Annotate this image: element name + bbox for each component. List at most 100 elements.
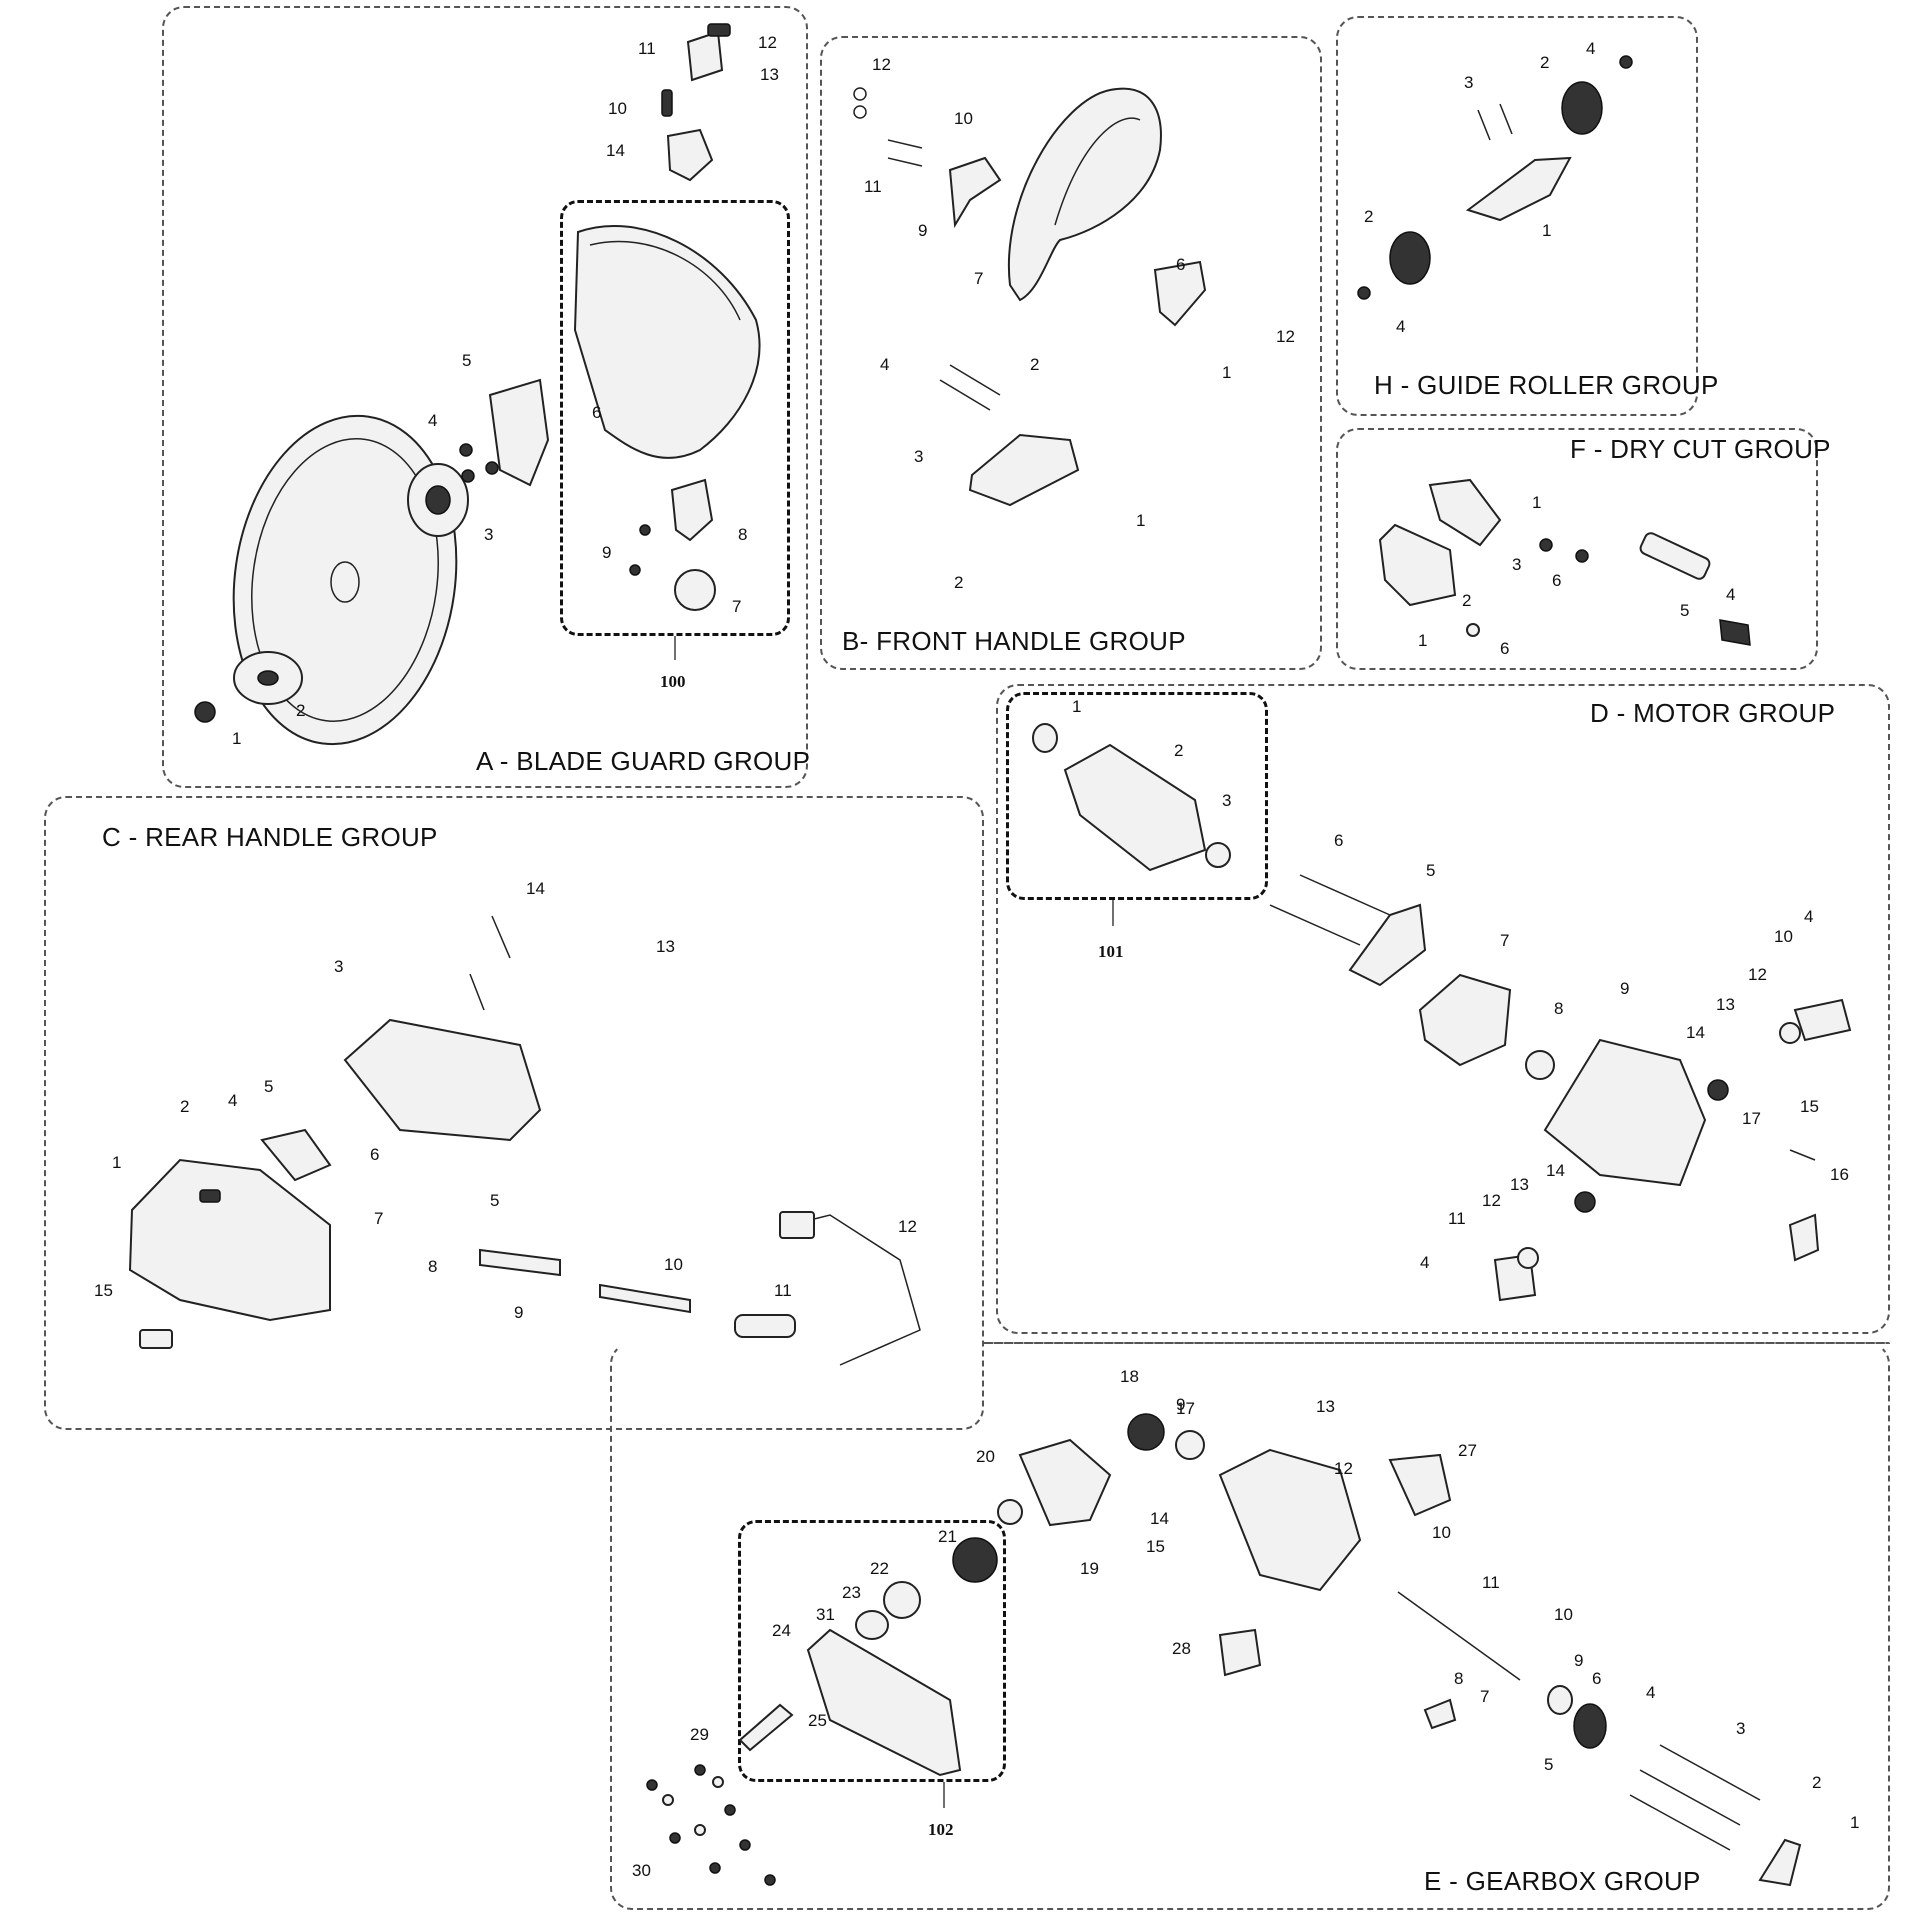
callout-f: 1 [1418,631,1428,650]
callout-d: 12 [1482,1191,1501,1210]
callout-e: 13 [1316,1397,1335,1416]
callout-b: 11 [864,177,882,196]
sub-ref-101: 101 [1098,942,1124,961]
armature-part [1032,723,1231,872]
motor-screw-part [1789,1149,1816,1161]
dry-cut-adapter-part [1378,523,1457,607]
roller-screw-part [1619,55,1633,69]
callout-e: 14 [1150,1509,1169,1528]
callout-a: 8 [738,525,748,544]
callout-d: 17 [1742,1109,1761,1128]
callout-a: 9 [602,543,612,562]
guard-knob-bracket-part [670,478,714,542]
gearbox-group-title: E - GEARBOX GROUP [1424,1866,1701,1896]
gearbox-pad-part [1218,1628,1262,1677]
carbon-brush-part [1707,1079,1729,1101]
callout-h: 2 [1540,53,1550,72]
gearbox-group-frame [610,1342,1890,1910]
blade-guard-group-title: A - BLADE GUARD GROUP [476,746,811,776]
rear-handle-group-title: C - REAR HANDLE GROUP [102,822,438,852]
callout-d: 8 [1554,999,1564,1018]
callout-f: 3 [1512,555,1522,574]
driven-gear-part [952,1537,998,1583]
gearbox-long-bolt-part-2 [1639,1769,1741,1826]
front-handle-group-frame [820,36,1322,670]
callout-f: 1 [1532,493,1542,512]
guide-roller-group-title: H - GUIDE ROLLER GROUP [1374,370,1719,400]
callout-a: 1 [232,729,242,748]
callout-e: 10 [1554,1605,1573,1624]
front-handle-bar-part [1007,87,1162,302]
callout-c: 7 [374,1209,384,1228]
gearbox-cap-part [1388,1453,1452,1517]
output-shaft-part [1397,1591,1521,1681]
callout-e: 25 [808,1711,827,1730]
callout-c: 5 [490,1191,500,1210]
dry-cut-bracket-part [1428,478,1502,547]
callout-a: 6 [592,403,602,422]
motor-housing-part [1543,1038,1707,1187]
callout-e: 7 [1480,1687,1490,1706]
callout-b: 6 [1176,255,1186,274]
callout-a: 12 [758,33,777,52]
gear-seal-part [855,1610,889,1640]
callout-b: 4 [880,355,890,374]
guide-roller-part-2 [1389,231,1431,285]
clip-part [1423,1698,1457,1730]
gearbox-housing-part [1218,1448,1362,1592]
callout-e: 15 [1146,1537,1165,1556]
callout-d: 2 [1174,741,1184,760]
motor-long-bolt-part-2 [1269,904,1361,946]
callout-e: 23 [842,1583,861,1602]
callout-c: 2 [180,1097,190,1116]
handle-base-part [968,433,1080,507]
blade-bolt-part [194,701,216,723]
guard-screw-part-3 [485,461,499,475]
rear-handle-housing-part [343,1018,542,1142]
gearbox-long-bolt-part-3 [1629,1794,1731,1851]
dust-tube-part [1639,532,1711,580]
callout-c: 3 [334,957,344,976]
callout-e: 8 [1454,1669,1464,1688]
front-handle-group-title: B- FRONT HANDLE GROUP [842,626,1186,656]
callout-d: 3 [1222,791,1232,810]
latch-spring-part [661,89,673,117]
handle-mount-part [1153,260,1207,327]
motor-end-cap-part [1788,1213,1820,1262]
motor-group-title: D - MOTOR GROUP [1590,698,1836,728]
callout-b: 1 [1222,363,1232,382]
callout-a: 14 [606,141,625,160]
callout-c: 9 [514,1303,524,1322]
sub-ref-102: 102 [928,1820,954,1839]
callout-e: 4 [1646,1683,1656,1702]
callout-h: 4 [1396,317,1406,336]
callout-d: 4 [1804,907,1814,926]
armature-subassembly-frame [1006,692,1268,900]
callout-c: 8 [428,1257,438,1276]
guard-screw-part [459,443,473,457]
cable-clip-part [139,1329,173,1349]
long-screw-part [939,379,991,411]
callout-d: 13 [1716,995,1735,1014]
callout-c: 6 [370,1145,380,1164]
motor-bearing-part [1525,1050,1555,1080]
dry-cut-washer-part [1466,623,1480,637]
long-screw-part-2 [949,364,1001,396]
dry-cut-group-title: F - DRY CUT GROUP [1570,434,1831,464]
gear-bearing-part [883,1581,921,1619]
callout-b: 10 [954,109,973,128]
guard-knob-part [674,569,716,611]
callout-a: 10 [608,99,627,118]
callout-e: 10 [1432,1523,1451,1542]
callout-e: 18 [1120,1367,1139,1386]
callout-e: 17 [1176,1399,1195,1418]
callout-a: 5 [462,351,472,370]
short-screw-part [887,139,923,149]
callout-b: 9 [918,221,928,240]
callout-d: 10 [1774,927,1793,946]
guide-roller-part [1561,81,1603,135]
callout-a: 4 [428,411,438,430]
callout-c: 11 [774,1281,792,1300]
blade-guard-subassembly-frame [560,200,790,636]
callout-e: 9 [1574,1651,1584,1670]
